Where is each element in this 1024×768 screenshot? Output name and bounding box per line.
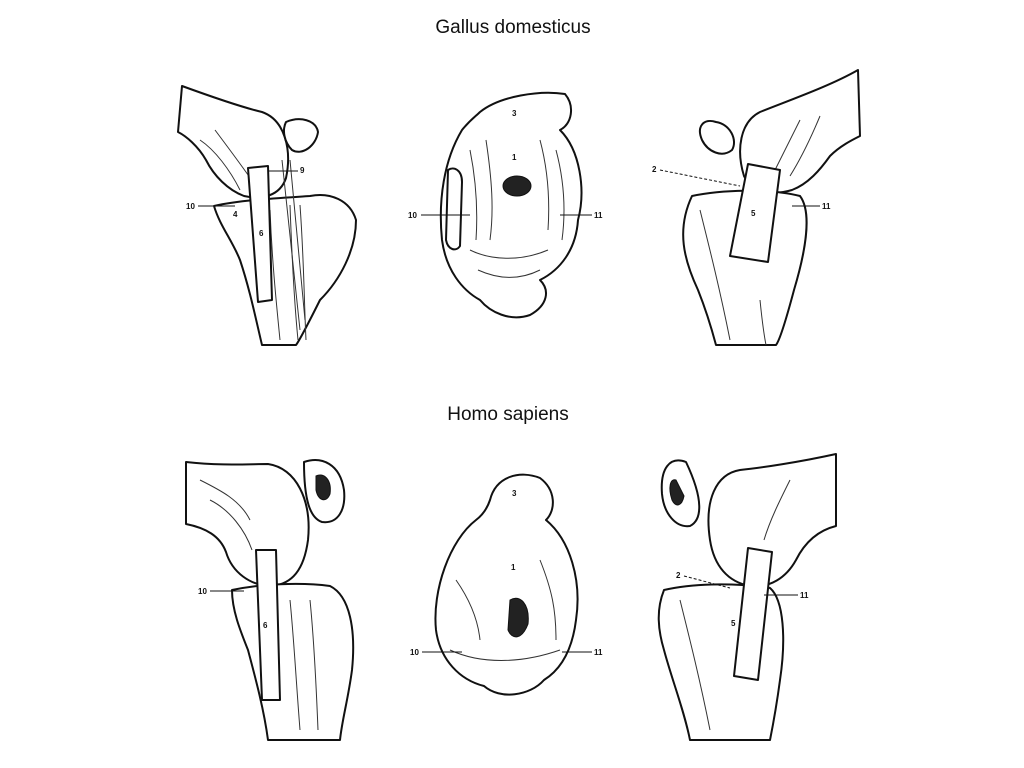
label-6: 6 <box>259 229 264 238</box>
label-10: 10 <box>198 587 207 596</box>
label-5: 5 <box>751 209 756 218</box>
label-1: 1 <box>512 153 517 162</box>
label-3: 3 <box>512 109 517 118</box>
gallus-knee-medial-drawing <box>682 69 861 346</box>
gallus-knee-lateral-drawing <box>177 85 357 346</box>
title-homo-sapiens: Homo sapiens <box>447 404 569 425</box>
homo-knee-medial-drawing <box>657 453 837 741</box>
label-2: 2 <box>676 571 681 580</box>
label-10: 10 <box>410 648 419 657</box>
gallus-femur-distal-drawing <box>439 91 583 319</box>
label-11: 11 <box>822 202 831 211</box>
label-11: 11 <box>594 648 603 657</box>
label-10: 10 <box>408 211 417 220</box>
label-5: 5 <box>731 619 736 628</box>
label-3: 3 <box>512 489 517 498</box>
label-11: 11 <box>800 591 809 600</box>
label-2: 2 <box>652 165 657 174</box>
label-6: 6 <box>263 621 268 630</box>
title-gallus-domesticus: Gallus domesticus <box>435 17 591 38</box>
label-9: 9 <box>300 166 305 175</box>
homo-femur-distal-drawing <box>434 473 579 696</box>
label-10: 10 <box>186 202 195 211</box>
label-1: 1 <box>511 563 516 572</box>
label-4: 4 <box>233 210 238 219</box>
label-11: 11 <box>594 211 603 220</box>
homo-knee-lateral-drawing <box>185 459 355 741</box>
